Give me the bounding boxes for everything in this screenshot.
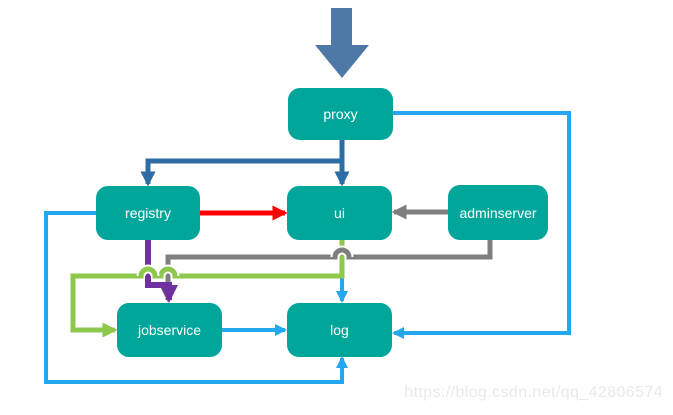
node-label: log <box>330 322 349 338</box>
node-label: jobservice <box>137 322 202 338</box>
node-label: ui <box>334 205 345 221</box>
edge-ui-to-jobservice-hop <box>138 266 158 277</box>
edge-registry-to-jobservice <box>145 240 178 303</box>
edge-adminserver-to-jobservice-hop <box>332 247 352 258</box>
node-proxy: proxy <box>288 88 393 140</box>
node-label: adminserver <box>459 204 537 221</box>
edge-adminserver-to-jobservice <box>160 240 493 303</box>
edge-proxy-to-registry <box>140 158 342 187</box>
node-label: proxy <box>323 106 358 122</box>
node-log: log <box>287 303 392 357</box>
edge-registry-to-log <box>44 211 348 384</box>
node-adminserver: adminserver <box>448 185 548 240</box>
big-down-arrow-icon <box>315 8 369 78</box>
node-label: registry <box>125 205 171 221</box>
watermark: https://blog.csdn.net/qq_42806574 <box>404 384 663 401</box>
edge-proxy-to-log <box>392 111 571 339</box>
edge-ui-to-jobservice-hop <box>158 266 178 277</box>
node-registry: registry <box>96 186 200 240</box>
node-ui: ui <box>287 186 392 240</box>
node-jobservice: jobservice <box>117 303 222 357</box>
